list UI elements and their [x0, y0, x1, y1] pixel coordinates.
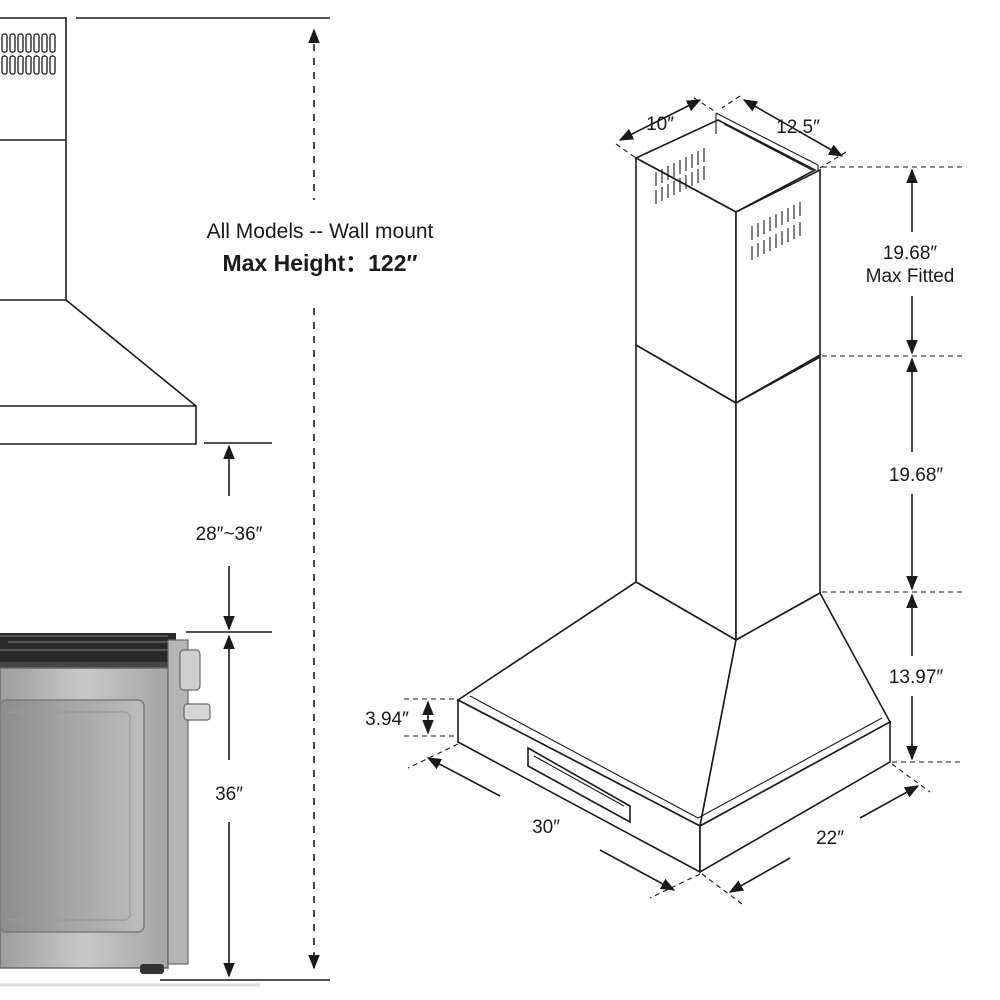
lip-height-label: 3.94″: [365, 709, 409, 730]
range-height-label: 36″: [215, 784, 243, 805]
installed-hood-side: [0, 17, 197, 445]
upper-chimney-label: 19.68″: [883, 243, 938, 264]
canopy-height-label: 13.97″: [889, 667, 944, 688]
lower-chimney-label: 19.68″: [889, 465, 944, 486]
upper-chimney-note: Max Fitted: [866, 266, 955, 287]
depth-bottom-label: 22″: [816, 828, 844, 849]
clearance-label: 28″~36″: [196, 524, 263, 545]
left-dimensions: [76, 17, 330, 981]
max-height-label: Max Height：122″: [222, 250, 417, 276]
width-top-label: 12.5″: [776, 117, 820, 138]
kitchen-range: [0, 633, 260, 987]
mount-type-label: All Models -- Wall mount: [207, 220, 434, 243]
right-dimensions: [404, 95, 962, 905]
width-bottom-label: 30″: [532, 817, 560, 838]
isometric-hood: [456, 112, 892, 874]
vent-slots-left: [1, 33, 56, 75]
depth-top-label: 10″: [646, 114, 674, 135]
